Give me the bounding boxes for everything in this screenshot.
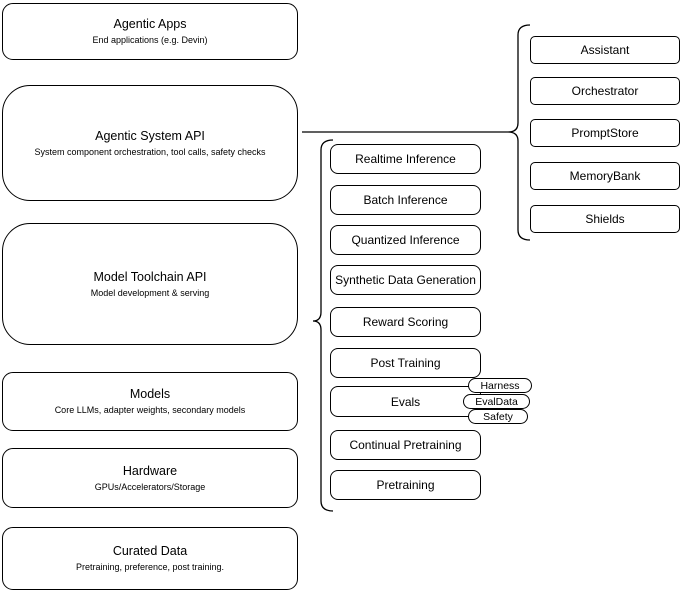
node-agentic-apps: Agentic Apps End applications (e.g. Devi… xyxy=(2,3,298,60)
node-subtitle: System component orchestration, tool cal… xyxy=(34,146,266,157)
pill-safety: Safety xyxy=(468,409,528,424)
node-curated-data: Curated Data Pretraining, preference, po… xyxy=(2,527,298,590)
service-label: Quantized Inference xyxy=(351,233,460,247)
node-subtitle: Model development & serving xyxy=(90,287,210,298)
service-quantized-inference: Quantized Inference xyxy=(330,225,481,255)
component-label: Shields xyxy=(585,212,625,226)
service-label: Reward Scoring xyxy=(362,315,449,329)
service-label: Evals xyxy=(390,394,421,409)
toolchain-services-brace xyxy=(312,139,334,512)
node-subtitle: End applications (e.g. Devin) xyxy=(92,35,208,45)
node-subtitle: Core LLMs, adapter weights, secondary mo… xyxy=(54,405,246,415)
node-title: Hardware xyxy=(122,463,178,478)
node-title: Curated Data xyxy=(112,544,188,558)
node-title: Agentic System API xyxy=(95,128,205,143)
service-label: Continual Pretraining xyxy=(349,438,462,452)
node-subtitle: GPUs/Accelerators/Storage xyxy=(94,481,206,492)
node-title: Agentic Apps xyxy=(113,17,187,31)
component-shields: Shields xyxy=(530,205,680,233)
service-post-training: Post Training xyxy=(330,348,481,378)
service-continual-pretraining: Continual Pretraining xyxy=(330,430,481,460)
node-models: Models Core LLMs, adapter weights, secon… xyxy=(2,372,298,431)
pill-label: Safety xyxy=(483,410,513,423)
service-label: Synthetic Data Generation xyxy=(335,273,476,287)
service-label: Post Training xyxy=(370,356,441,370)
service-realtime-inference: Realtime Inference xyxy=(330,144,481,174)
pill-evaldata: EvalData xyxy=(463,394,530,409)
service-batch-inference: Batch Inference xyxy=(330,185,481,215)
component-label: Orchestrator xyxy=(571,84,639,98)
component-memorybank: MemoryBank xyxy=(530,162,680,190)
pill-harness: Harness xyxy=(468,378,532,393)
service-label: Realtime Inference xyxy=(355,152,456,166)
node-title: Model Toolchain API xyxy=(93,269,207,284)
node-model-toolchain-api: Model Toolchain API Model development & … xyxy=(2,223,298,345)
component-orchestrator: Orchestrator xyxy=(530,77,680,105)
node-agentic-system-api: Agentic System API System component orch… xyxy=(2,85,298,201)
component-label: Assistant xyxy=(580,43,630,57)
node-hardware: Hardware GPUs/Accelerators/Storage xyxy=(2,448,298,508)
component-assistant: Assistant xyxy=(530,36,680,64)
service-synthetic-data-generation: Synthetic Data Generation xyxy=(330,265,481,295)
node-subtitle: Pretraining, preference, post training. xyxy=(75,562,225,572)
component-label: PromptStore xyxy=(571,126,639,140)
pill-label: EvalData xyxy=(475,395,518,408)
service-pretraining: Pretraining xyxy=(330,470,481,500)
component-promptstore: PromptStore xyxy=(530,119,680,147)
component-label: MemoryBank xyxy=(569,169,641,183)
service-reward-scoring: Reward Scoring xyxy=(330,307,481,337)
service-label: Batch Inference xyxy=(363,193,448,207)
pill-label: Harness xyxy=(480,379,520,392)
system-components-brace xyxy=(507,24,531,241)
service-label: Pretraining xyxy=(376,478,435,492)
node-title: Models xyxy=(129,387,171,401)
service-evals: Evals xyxy=(330,386,481,417)
